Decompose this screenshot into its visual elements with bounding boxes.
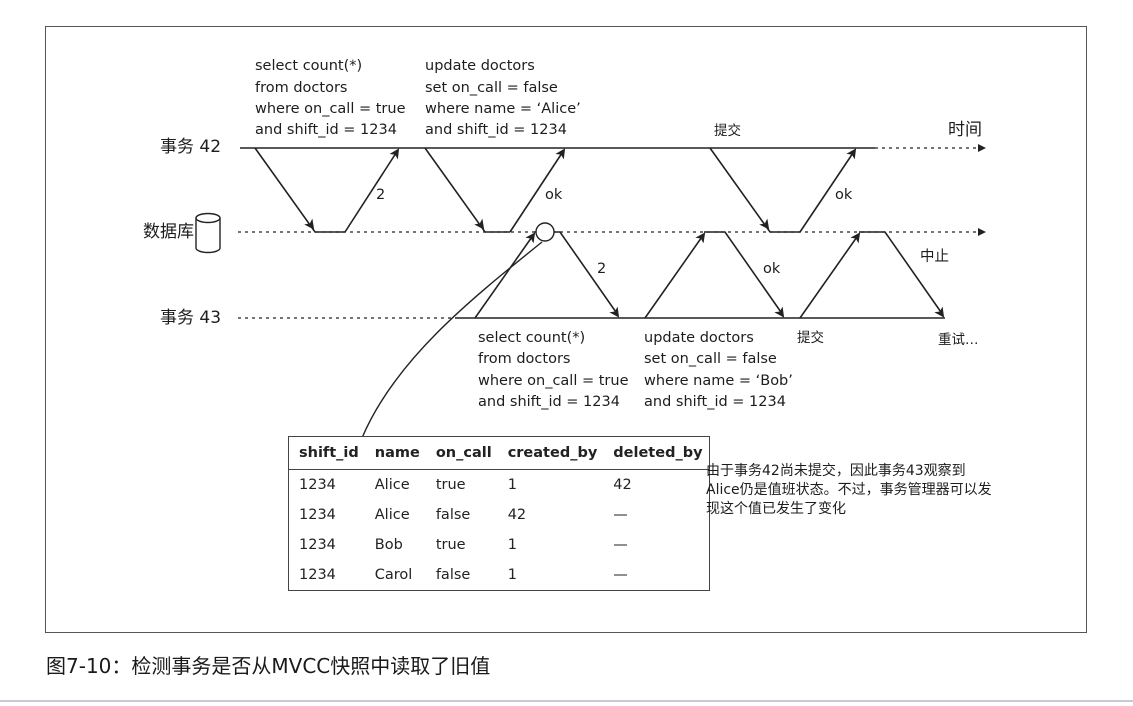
tx42-select-result: 2 xyxy=(376,187,386,203)
query-line: and shift_id = 1234 xyxy=(478,394,620,410)
table-row: 1234 Carol false 1 — xyxy=(289,560,710,591)
annotation-note: 由于事务42尚未提交，因此事务43观察到Alice仍是值班状态。不过，事务管理器… xyxy=(706,463,992,517)
table-row: 1234 Alice true 1 42 xyxy=(289,470,710,501)
column-header: deleted_by xyxy=(603,436,710,470)
tx42-update-roundtrip xyxy=(424,147,566,233)
column-header: name xyxy=(364,436,426,470)
table-cell: Carol xyxy=(374,567,413,583)
doctors-table: shift_id name on_call created_by deleted… xyxy=(288,436,710,591)
tx42-select-roundtrip xyxy=(254,147,400,233)
query-line: and shift_id = 1234 xyxy=(255,122,397,138)
figure-caption: 图7-10：检测事务是否从MVCC快照中读取了旧值 xyxy=(46,654,491,678)
column-header: shift_id xyxy=(288,436,365,470)
table-cell: 1234 xyxy=(299,537,336,553)
table-cell: Alice xyxy=(374,477,410,493)
tx43-select-up-arrow xyxy=(609,306,620,318)
tx42-commit-down-arrow xyxy=(759,218,770,230)
table-cell: 1234 xyxy=(299,567,336,583)
database-label: 数据库 xyxy=(143,222,194,242)
query-line: from doctors xyxy=(255,80,348,96)
table-cell: 1234 xyxy=(299,477,336,493)
query-line: select count(*) xyxy=(478,330,586,346)
column-header: on_call xyxy=(425,436,498,470)
table-cell: Alice xyxy=(374,507,410,523)
tx43-label: 事务 43 xyxy=(160,308,222,328)
tx43-select-result: 2 xyxy=(597,261,607,277)
tx42-select-down-arrow xyxy=(304,218,315,230)
table-header-row: shift_id name on_call created_by deleted… xyxy=(288,436,710,470)
query-line: set on_call = false xyxy=(425,80,558,96)
table-cell: true xyxy=(435,477,466,493)
query-line: and shift_id = 1234 xyxy=(425,122,567,138)
table-cell: true xyxy=(435,537,466,553)
tx42-commit-roundtrip xyxy=(709,147,857,233)
annotation-curve xyxy=(361,241,543,439)
query-line: where name = ‘Bob’ xyxy=(644,373,793,389)
stale-read-marker xyxy=(535,222,555,242)
tx42-update-down-arrow xyxy=(474,218,485,230)
database-icon xyxy=(195,212,221,254)
query-line: where on_call = true xyxy=(255,101,406,117)
time-label: 时间 xyxy=(948,120,982,140)
query-line: update doctors xyxy=(425,58,535,74)
query-line: select count(*) xyxy=(255,58,363,74)
tx43-commit-label: 提交 xyxy=(797,330,824,346)
tx43-update-result: ok xyxy=(763,261,781,277)
table-cell: 1234 xyxy=(299,507,336,523)
query-line: where on_call = true xyxy=(478,373,629,389)
query-line: and shift_id = 1234 xyxy=(644,394,786,410)
table-row: 1234 Alice false 42 — xyxy=(289,500,710,530)
tx42-commit-result: ok xyxy=(835,187,853,203)
tx43-update-roundtrip xyxy=(644,231,784,319)
query-line: set on_call = false xyxy=(644,351,777,367)
tx43-abort-arrow xyxy=(934,306,945,318)
table-cell: 1 xyxy=(507,477,517,493)
table-cell: — xyxy=(613,507,628,523)
table-cell: 42 xyxy=(613,477,632,493)
tx42-label: 事务 42 xyxy=(160,137,222,157)
query-line: from doctors xyxy=(478,351,571,367)
tx42-update-result: ok xyxy=(545,187,563,203)
tx43-retry-label: 重试… xyxy=(938,332,979,348)
tx43-commit-roundtrip xyxy=(799,231,944,319)
table-cell: 1 xyxy=(507,537,517,553)
table-cell: false xyxy=(435,507,471,523)
table-row: 1234 Bob true 1 — xyxy=(289,530,710,560)
table-cell: 1 xyxy=(507,567,517,583)
table-cell: — xyxy=(613,537,628,553)
tx43-abort-label: 中止 xyxy=(920,249,949,265)
query-line: where name = ‘Alice’ xyxy=(425,101,581,117)
table-cell: Bob xyxy=(374,537,403,553)
table-cell: 42 xyxy=(507,507,527,523)
tx42-commit-label: 提交 xyxy=(714,123,741,139)
table-cell: — xyxy=(613,567,628,583)
page-divider xyxy=(0,700,1133,702)
column-header: created_by xyxy=(497,436,604,470)
table-cell: false xyxy=(435,567,471,583)
query-line: update doctors xyxy=(644,330,754,346)
